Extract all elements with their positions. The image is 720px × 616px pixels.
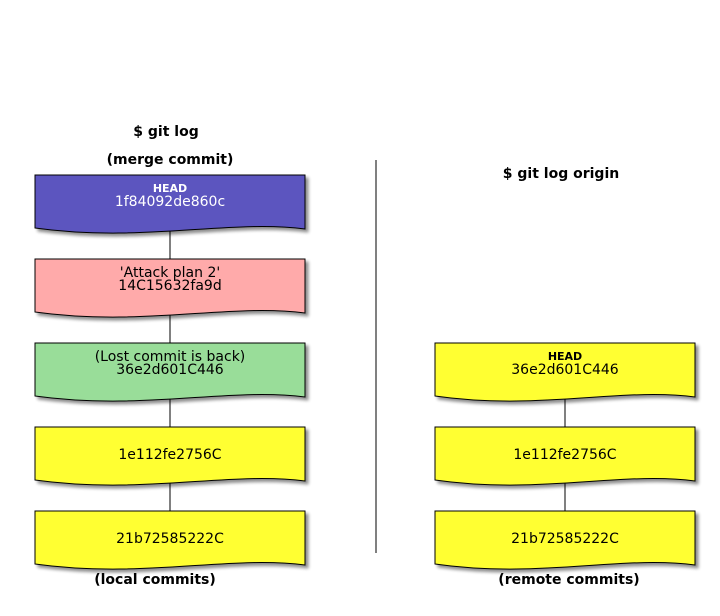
commit-hash: 36e2d601C446	[116, 362, 224, 378]
commit-hash: 1f84092de860c	[115, 194, 225, 210]
commit-shape	[434, 510, 696, 570]
commit-shape	[34, 426, 306, 486]
commit-shape	[434, 342, 696, 402]
commit-hash: 21b72585222C	[511, 531, 619, 547]
commit-hash: 1e112fe2756C	[118, 447, 221, 463]
commit-label: (Lost commit is back)	[95, 349, 246, 365]
commit-box: 21b72585222C	[34, 510, 306, 570]
left-command-title: $ git log	[133, 124, 199, 140]
left-subtitle: (merge commit)	[106, 152, 234, 168]
commit-shape	[34, 510, 306, 570]
commit-label: 'Attack plan 2'	[120, 265, 220, 281]
commit-box: (Lost commit is back)36e2d601C446	[34, 342, 306, 402]
commit-label: HEAD	[153, 182, 187, 195]
commit-label: HEAD	[548, 350, 582, 363]
commit-box: 21b72585222C	[434, 510, 696, 570]
commit-shape	[434, 426, 696, 486]
commit-shape	[34, 342, 306, 402]
commit-hash: 36e2d601C446	[511, 362, 619, 378]
left-caption: (local commits)	[94, 572, 216, 588]
commit-shape	[34, 258, 306, 318]
commit-hash: 14C15632fa9d	[118, 278, 221, 294]
commit-hash: 21b72585222C	[116, 531, 224, 547]
commit-box: 1e112fe2756C	[434, 426, 696, 486]
commit-hash: 1e112fe2756C	[513, 447, 616, 463]
right-command-title: $ git log origin	[502, 166, 620, 182]
commit-box: 'Attack plan 2'14C15632fa9d	[34, 258, 306, 318]
commit-box: 1e112fe2756C	[34, 426, 306, 486]
right-caption: (remote commits)	[498, 572, 640, 588]
commit-shape	[34, 174, 306, 234]
